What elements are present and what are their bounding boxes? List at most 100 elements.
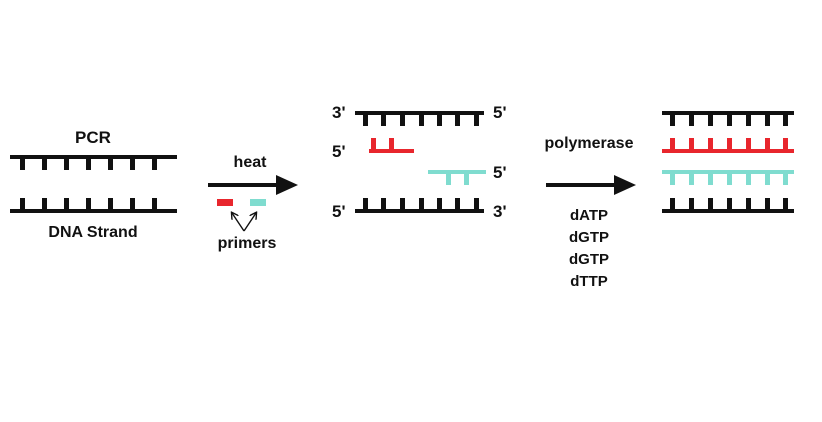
base-tooth: [670, 138, 675, 149]
stage2-red-primer: [369, 138, 414, 153]
base-tooth: [446, 174, 451, 185]
end-label-3prime-top-left: 3': [332, 103, 346, 122]
base-tooth: [670, 198, 675, 209]
base-tooth: [381, 115, 386, 126]
heat-arrow: [208, 175, 298, 195]
base-tooth: [400, 198, 405, 209]
base-tooth: [765, 115, 770, 126]
polymerase-arrow: [546, 175, 636, 195]
base-tooth: [64, 159, 69, 170]
end-label-5prime-red-primer: 5': [332, 142, 346, 161]
base-tooth: [689, 115, 694, 126]
base-tooth: [419, 198, 424, 209]
base-tooth: [400, 115, 405, 126]
base-tooth: [389, 138, 394, 149]
base-tooth: [437, 198, 442, 209]
arrow-head: [614, 175, 636, 195]
base-tooth: [86, 159, 91, 170]
base-tooth: [689, 198, 694, 209]
end-label-5prime-top-right: 5': [493, 103, 507, 122]
base-tooth: [708, 174, 713, 185]
base-tooth: [42, 198, 47, 209]
base-tooth: [783, 138, 788, 149]
stage3-teal-new-strand: [662, 170, 794, 185]
base-tooth: [20, 159, 25, 170]
end-label-3prime-bottom-right: 3': [493, 202, 507, 221]
stage2-top-template-strand: [355, 111, 484, 126]
nucleotide-dttp: dTTP: [570, 273, 608, 290]
base-tooth: [746, 174, 751, 185]
base-tooth: [746, 115, 751, 126]
base-tooth: [152, 198, 157, 209]
stage2-teal-primer: [428, 170, 486, 185]
base-tooth: [670, 115, 675, 126]
heat-label: heat: [233, 154, 267, 171]
base-tooth: [670, 174, 675, 185]
stage1-dna-double-strand: [10, 155, 177, 213]
stage1-top-strand: [10, 155, 177, 170]
base-tooth: [464, 174, 469, 185]
arrow-shaft: [546, 183, 618, 187]
backbone: [369, 149, 414, 153]
base-tooth: [130, 198, 135, 209]
base-tooth: [783, 174, 788, 185]
end-label-5prime-bottom-left: 5': [332, 202, 346, 221]
base-tooth: [708, 115, 713, 126]
arrow-head: [276, 175, 298, 195]
base-tooth: [455, 115, 460, 126]
stage2-bottom-template-strand: [355, 198, 484, 213]
base-tooth: [474, 115, 479, 126]
pcr-title: PCR: [75, 128, 111, 147]
base-tooth: [130, 159, 135, 170]
nucleotide-dgtp-1: dGTP: [569, 229, 609, 246]
base-tooth: [727, 198, 732, 209]
stage3-red-new-strand: [662, 138, 794, 153]
stage3-extended-strands: [662, 111, 794, 213]
base-tooth: [42, 159, 47, 170]
pointer-arrow-left: [232, 213, 245, 232]
stage1-bottom-strand: [10, 198, 177, 213]
base-tooth: [108, 198, 113, 209]
base-tooth: [419, 115, 424, 126]
base-tooth: [746, 198, 751, 209]
stage3-bottom-template-strand: [662, 198, 794, 213]
base-tooth: [708, 138, 713, 149]
base-tooth: [363, 198, 368, 209]
base-tooth: [86, 198, 91, 209]
base-tooth: [765, 174, 770, 185]
base-tooth: [727, 174, 732, 185]
base-tooth: [363, 115, 368, 126]
base-tooth: [152, 159, 157, 170]
base-tooth: [746, 138, 751, 149]
base-tooth: [108, 159, 113, 170]
base-tooth: [765, 138, 770, 149]
backbone: [662, 111, 794, 115]
backbone: [355, 111, 484, 115]
backbone: [355, 209, 484, 213]
base-tooth: [727, 138, 732, 149]
base-tooth: [727, 115, 732, 126]
base-tooth: [381, 198, 386, 209]
base-tooth: [708, 198, 713, 209]
base-tooth: [20, 198, 25, 209]
primers-label: primers: [217, 235, 277, 252]
nucleotide-datp: dATP: [569, 207, 609, 224]
base-tooth: [64, 198, 69, 209]
free-primers: [217, 199, 266, 232]
pointer-arrow-right: [243, 213, 256, 232]
base-tooth: [765, 198, 770, 209]
base-tooth: [371, 138, 376, 149]
arrow-shaft: [208, 183, 280, 187]
backbone: [662, 149, 794, 153]
base-tooth: [689, 174, 694, 185]
backbone: [10, 155, 177, 159]
base-tooth: [783, 115, 788, 126]
dna-strand-caption: DNA Strand: [48, 224, 138, 241]
stage2-annealed: [355, 111, 486, 213]
end-label-5prime-teal-primer: 5': [493, 163, 507, 182]
base-tooth: [783, 198, 788, 209]
backbone: [662, 209, 794, 213]
teal-primer: [250, 199, 266, 206]
base-tooth: [437, 115, 442, 126]
